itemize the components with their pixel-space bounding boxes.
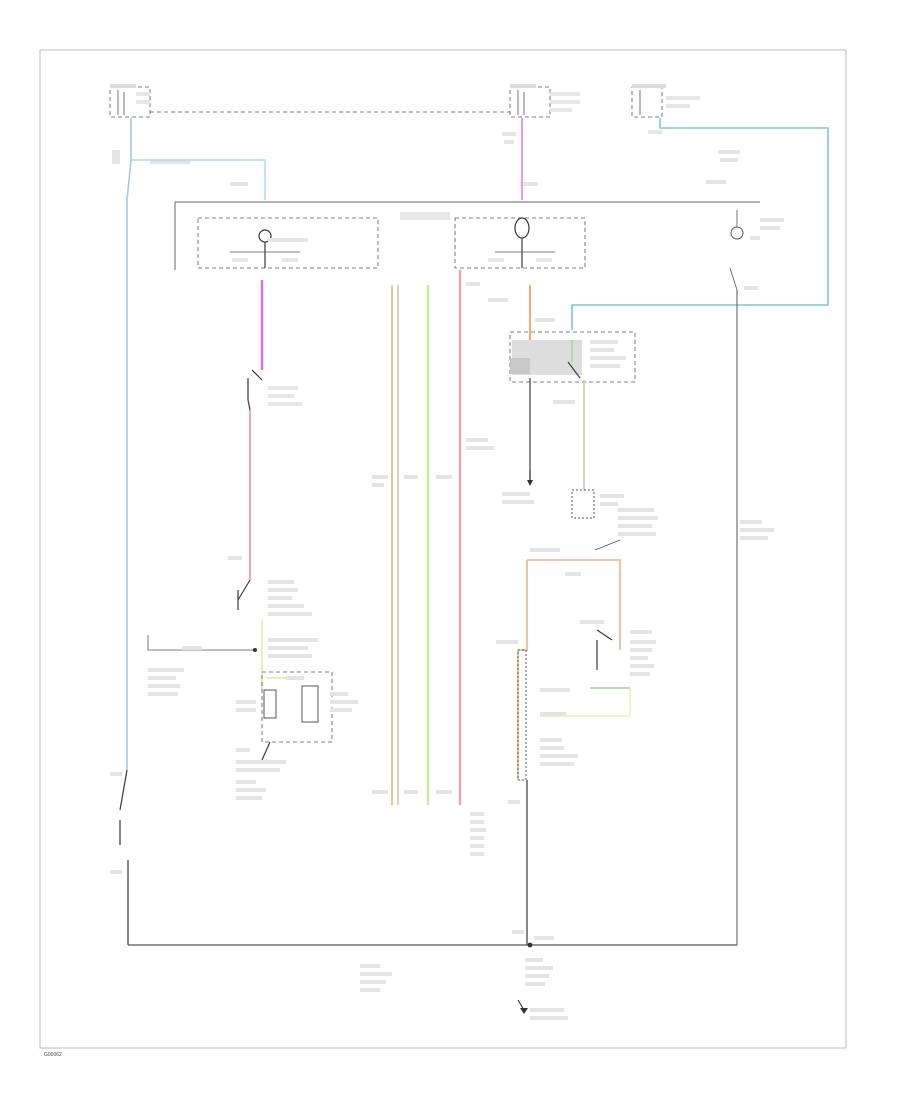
fuse-panel-left [109, 84, 151, 118]
figure-id: G00062 [44, 1052, 62, 1058]
ground-splice [527, 942, 533, 948]
relay-center-labels [488, 298, 626, 404]
wire-bus-horizontal [174, 201, 760, 270]
junction-left [147, 635, 257, 696]
wire-label-blocks-top [112, 132, 740, 186]
ignition-switch-left [197, 217, 379, 269]
ignition-switch-center [400, 212, 586, 269]
switch-left-bottom [110, 769, 129, 945]
switch-left-lower [228, 556, 318, 690]
component-right-upper [729, 210, 784, 540]
wire-light-blue-left [126, 118, 132, 770]
resistor-labels [600, 494, 658, 536]
fuse-panel-center [509, 84, 580, 118]
wire-teal-right [571, 118, 829, 330]
center-lower-labels [470, 800, 520, 856]
relay-center-outline [509, 331, 636, 383]
blower-resistor [571, 489, 595, 519]
fuse-panel-right [631, 84, 700, 134]
ground-center-upper [466, 438, 534, 504]
wire-light-blue-branch [131, 159, 266, 200]
ground-symbol-bottom [517, 999, 528, 1014]
relay-left-lower [236, 671, 358, 800]
switch-left-upper [247, 369, 302, 411]
blower-switch-assembly [496, 539, 656, 781]
ground-labels [360, 930, 568, 1020]
diagram-border [39, 49, 847, 1049]
middle-wire-labels [372, 282, 480, 794]
